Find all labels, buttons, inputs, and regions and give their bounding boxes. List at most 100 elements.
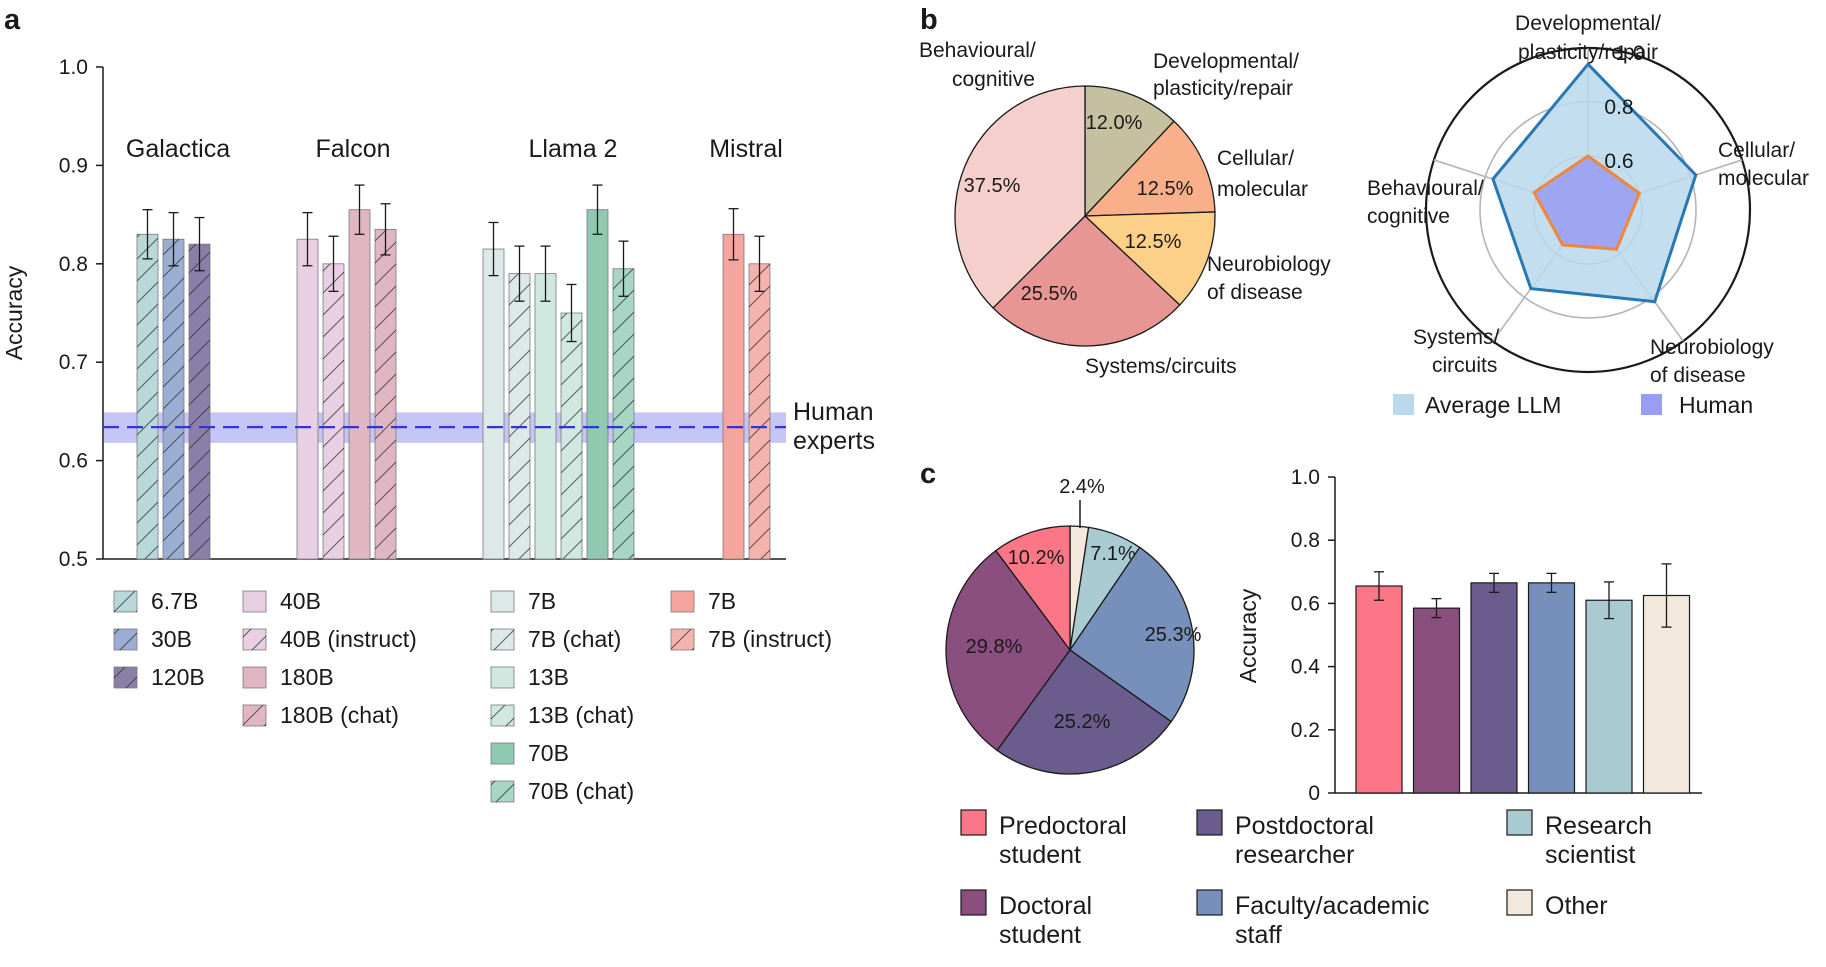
y-tick-label-c: 0.6 xyxy=(1291,592,1320,615)
legend-llama-2-13b-swatch xyxy=(490,666,515,689)
legend-c-doctoral-student-label-2: student xyxy=(999,921,1081,949)
legend-c-research-scientist-label-1: Research xyxy=(1545,812,1652,840)
panel-label-b: b xyxy=(920,4,938,36)
pie-b-label-developmental-2: plasticity/repair xyxy=(1153,77,1293,100)
pie-slice-systems-circuits xyxy=(992,215,1181,347)
human-expert-label-line2: experts xyxy=(793,427,875,455)
pie-slice-faculty-academic-staff-pct: 25.3% xyxy=(1145,624,1202,646)
radar-label-cellular-2: molecular xyxy=(1718,167,1809,190)
pie-slice-neurobiology-pct: 12.5% xyxy=(1125,231,1182,253)
legend-c-research-scientist-label-2: scientist xyxy=(1545,841,1635,869)
bar-llama-2-70b xyxy=(586,209,609,560)
bar-llama-2-13b xyxy=(534,273,557,560)
legend-falcon-180b-swatch xyxy=(242,666,267,689)
bar-llama-2-13b-chat-hatch xyxy=(561,313,582,559)
legend-label-average-llm: Average LLM xyxy=(1425,392,1561,418)
panel-c-pie-chart: 7.1%25.3%25.2%29.8%10.2% 2.4% xyxy=(945,476,1202,775)
legend-c-postdoctoral-researcher-swatch xyxy=(1196,809,1223,836)
legend-falcon-180b-label: 180B xyxy=(280,664,334,690)
pie-b-label-neuro-2: of disease xyxy=(1207,281,1303,304)
pie-b-label-systems: Systems/circuits xyxy=(1085,355,1237,378)
legend-c-other-label-1: Other xyxy=(1545,892,1608,920)
human-expert-label-line1: Human xyxy=(793,398,874,426)
legend-c-postdoctoral-researcher-label-1: Postdoctoral xyxy=(1235,812,1374,840)
panel-b-pie-chart: 12.0%12.5%12.5%25.5%37.5% Behavioural/ c… xyxy=(919,39,1331,378)
radar-label-behavioural-1: Behavioural/ xyxy=(1367,177,1484,200)
y-tick-label-c: 1.0 xyxy=(1291,466,1320,489)
bar-falcon-40b-instruct-hatch xyxy=(323,263,344,559)
panel-label-a: a xyxy=(4,4,21,36)
legend-galactica-30b-label: 30B xyxy=(151,626,192,652)
y-tick-label-a: 0.8 xyxy=(59,253,88,276)
legend-llama-2-13b-chat-label: 13B (chat) xyxy=(528,702,634,728)
legend-c-research-scientist-swatch xyxy=(1506,809,1533,836)
y-tick-label-a: 0.6 xyxy=(59,450,88,473)
legend-c-postdoctoral-researcher-label-2: researcher xyxy=(1235,841,1355,869)
y-axis-label-a: Accuracy xyxy=(1,265,27,360)
radar-tick-label: 0.8 xyxy=(1604,96,1633,119)
y-tick-label-a: 0.9 xyxy=(59,154,88,177)
legend-mistral-7b-label: 7B xyxy=(708,588,736,614)
legend-c-doctoral-student-swatch xyxy=(960,889,987,916)
pie-slice-developmental-pct: 12.0% xyxy=(1086,112,1143,134)
legend-swatch-human xyxy=(1641,394,1662,415)
radar-label-neuro-2: of disease xyxy=(1650,364,1746,387)
pie-slice-systems-circuits-pct: 25.5% xyxy=(1021,283,1078,305)
group-label-galactica: Galactica xyxy=(126,135,230,163)
legend-falcon-180b-chat-label: 180B (chat) xyxy=(280,702,399,728)
legend-llama-2-70b-chat-swatch-hatch xyxy=(491,781,514,802)
y-tick-label-a: 0.5 xyxy=(59,548,88,571)
pie-slice-behavioural xyxy=(954,85,1086,309)
legend-c-faculty-academic-staff-label-1: Faculty/academic xyxy=(1235,892,1430,920)
bar-llama-2-7b-chat-hatch xyxy=(509,273,530,559)
bar-falcon-180b-chat-hatch xyxy=(375,229,396,560)
legend-llama-2-70b-label: 70B xyxy=(528,740,569,766)
bar-falcon-180b xyxy=(348,209,371,560)
panel-c-bar-chart: 00.20.40.60.81.0 Accuracy xyxy=(1235,466,1702,805)
legend-label-human: Human xyxy=(1679,392,1753,418)
radar-series-human xyxy=(1532,154,1642,251)
pie-slice-doctoral-student xyxy=(945,549,1071,752)
y-axis-label-c: Accuracy xyxy=(1235,588,1261,683)
legend-llama-2-13b-label: 13B xyxy=(528,664,569,690)
radar-label-systems-1: Systems/ xyxy=(1413,326,1500,349)
bar-c-predoctoral-student xyxy=(1355,585,1403,794)
bar-galactica-30b-hatch xyxy=(163,239,184,559)
legend-galactica-120b-label: 120B xyxy=(151,664,205,690)
legend-falcon-180b-chat-swatch-hatch xyxy=(243,705,266,726)
legend-galactica-30b-swatch-hatch xyxy=(114,629,137,650)
y-tick-label-a: 0.7 xyxy=(59,351,88,374)
legend-c: PredoctoralstudentPostdoctoralresearcher… xyxy=(960,809,1652,949)
legend-swatch-average-llm xyxy=(1393,394,1414,415)
pie-slice-research-scientist-pct: 7.1% xyxy=(1090,543,1136,565)
pie-slice-behavioural-pct: 37.5% xyxy=(964,175,1021,197)
bar-mistral-7b xyxy=(722,233,745,560)
pie-slice-neurobiology xyxy=(1083,211,1216,306)
bar-c-faculty-academic-staff xyxy=(1527,582,1576,794)
pie-b-label-cellular-1: Cellular/ xyxy=(1217,147,1294,170)
legend-falcon-40b-swatch xyxy=(242,590,267,613)
radar-label-cellular-1: Cellular/ xyxy=(1718,139,1795,162)
pie-c-other-pct: 2.4% xyxy=(1059,476,1105,498)
pie-slice-doctoral-student-pct: 29.8% xyxy=(966,636,1023,658)
pie-b-label-behavioural-2: cognitive xyxy=(952,68,1035,91)
group-label-mistral: Mistral xyxy=(709,135,783,163)
bar-falcon-40b xyxy=(296,238,319,560)
pie-slice-postdoctoral-researcher-pct: 25.2% xyxy=(1054,711,1111,733)
legend-mistral-7b-instruct-label: 7B (instruct) xyxy=(708,626,832,652)
group-label-llama-2: Llama 2 xyxy=(529,135,618,163)
radar-label-systems-2: circuits xyxy=(1432,354,1497,377)
radar-tick-label: 0.6 xyxy=(1604,150,1633,173)
pie-b-label-behavioural-1: Behavioural/ xyxy=(919,39,1036,62)
legend-falcon-40b-instruct-label: 40B (instruct) xyxy=(280,626,417,652)
legend-c-predoctoral-student-swatch xyxy=(960,809,987,836)
bar-c-other xyxy=(1642,594,1691,794)
y-tick-label-c: 0.4 xyxy=(1291,656,1321,679)
y-tick-label-c: 0.2 xyxy=(1291,719,1320,742)
legend-c-faculty-academic-staff-swatch xyxy=(1196,889,1223,916)
legend-llama-2-7b-swatch xyxy=(490,590,515,613)
legend-llama-2-7b-label: 7B xyxy=(528,588,556,614)
radar-label-behavioural-2: cognitive xyxy=(1367,205,1450,228)
legend-c-doctoral-student-label-1: Doctoral xyxy=(999,892,1092,920)
pie-slice-predoctoral-student xyxy=(994,525,1071,652)
